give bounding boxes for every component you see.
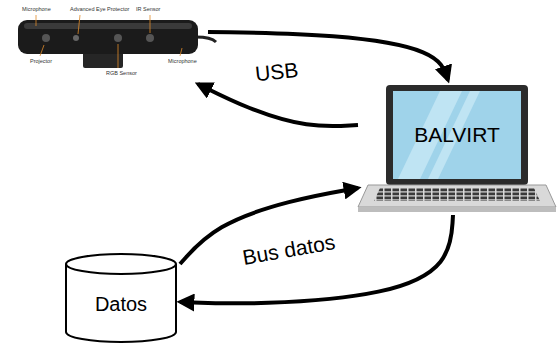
node-label: Datos: [66, 274, 176, 334]
part-label: Projector: [30, 59, 52, 65]
part-label: RGB Sensor: [106, 71, 137, 77]
part-label: Microphone: [168, 59, 197, 65]
laptop-illustration: [358, 85, 556, 212]
part-label: Microphone: [22, 7, 51, 13]
connector-arrow: [180, 215, 453, 303]
part-label: Advanced Eye Protector: [70, 7, 129, 13]
connector-label: USB: [254, 58, 299, 85]
connector-arrow: [198, 84, 358, 126]
laptop: BALVIRT: [358, 80, 556, 215]
connector-label: Bus datos: [241, 230, 337, 269]
sensor-device: Microphone Advanced Eye Protector IR Senso…: [8, 2, 208, 84]
sensor-device: [18, 15, 216, 68]
node-label: BALVIRT: [393, 91, 521, 179]
database-cylinder: [66, 254, 176, 342]
part-label: IR Sensor: [136, 7, 160, 13]
connector-arrow: [208, 32, 448, 80]
database: Datos: [62, 252, 180, 342]
